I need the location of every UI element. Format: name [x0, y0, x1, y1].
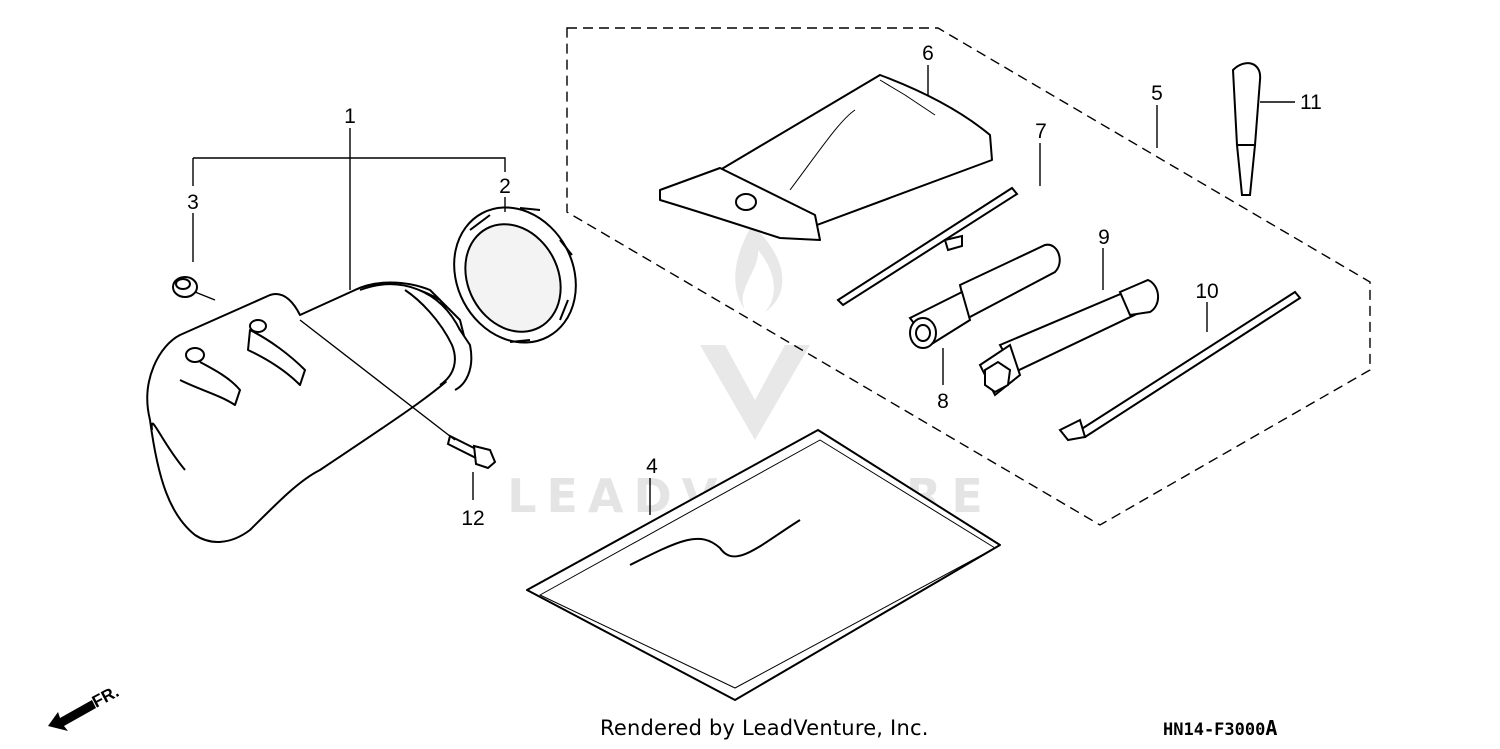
- spark-plug-wrench: [978, 278, 1159, 397]
- callout-9: 9: [1098, 226, 1110, 249]
- rendered-by-text: Rendered by LeadVenture, Inc.: [600, 716, 929, 740]
- socket-wrench: [908, 243, 1061, 349]
- tool-kit-outline: [566, 27, 1371, 526]
- callout-11: 11: [1300, 91, 1322, 114]
- plug-tool: [1231, 62, 1262, 196]
- front-arrow-icon: [48, 700, 96, 731]
- diagram-code-main: HN14-F3000: [1163, 720, 1266, 740]
- diagram-code-suffix: A: [1265, 716, 1278, 740]
- tool-box: [146, 281, 473, 543]
- callout-8: 8: [937, 390, 949, 413]
- callout-1: 1: [344, 105, 356, 128]
- callout-7: 7: [1035, 120, 1047, 143]
- tool-box-cap: [453, 206, 577, 344]
- callout-12: 12: [461, 507, 484, 530]
- callout-4: 4: [646, 455, 658, 478]
- leader-lines: [192, 65, 1295, 515]
- callout-6: 6: [922, 42, 934, 65]
- grommet: [172, 276, 198, 298]
- callout-5: 5: [1151, 82, 1163, 105]
- callout-2: 2: [499, 175, 511, 198]
- callout-3: 3: [187, 191, 199, 214]
- callout-labels: 1 2 3 4 5 6 7 8 9 10 11 12: [187, 42, 1322, 530]
- tool-bag: [659, 74, 993, 241]
- hex-wrench: [1058, 290, 1302, 442]
- diagram-footer: Rendered by LeadVenture, Inc. HN14-F3000…: [0, 712, 1500, 748]
- screwdriver: [836, 186, 1019, 307]
- callout-10: 10: [1195, 280, 1218, 303]
- diagram-code: HN14-F3000A: [1163, 716, 1277, 740]
- manual-bag: [526, 429, 1001, 701]
- flange-bolt: [446, 434, 497, 470]
